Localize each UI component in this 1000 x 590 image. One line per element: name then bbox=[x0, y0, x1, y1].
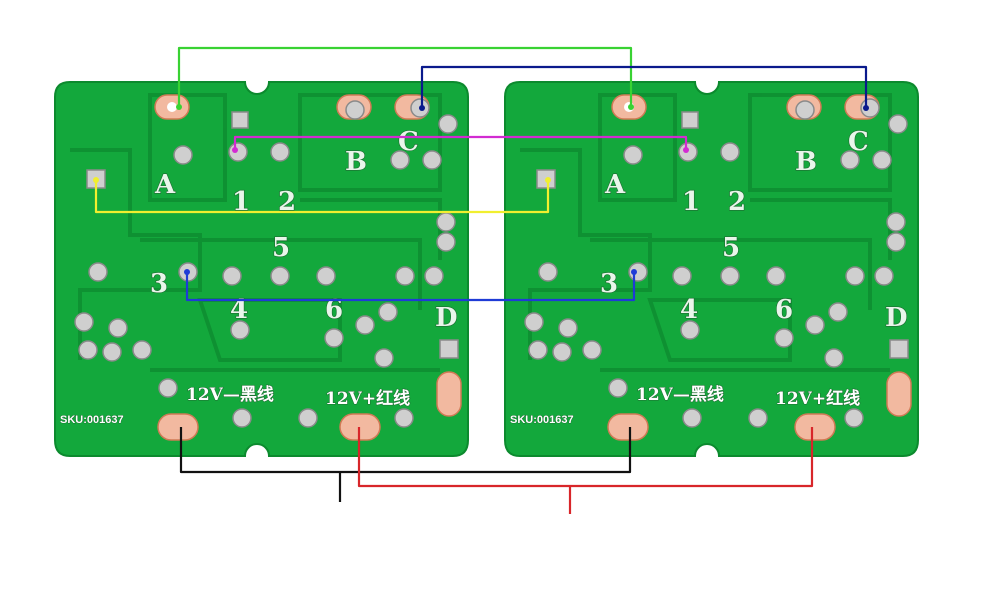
board-right-label-3: 3 bbox=[600, 269, 618, 299]
board-right-label-d: D bbox=[885, 303, 908, 333]
wire-blue-pad-3 bbox=[185, 272, 636, 302]
board-left-label-c: C bbox=[398, 127, 419, 157]
board-left-label-4: 4 bbox=[230, 295, 248, 325]
wire-end-dot bbox=[545, 177, 551, 183]
board-right-power-pos-label: 12V+红线 bbox=[775, 388, 860, 409]
board-left-pads bbox=[74, 94, 462, 441]
board-left-label-d: D bbox=[435, 303, 458, 333]
wire-yellow-square-pad bbox=[94, 180, 550, 214]
wire-green-pad-a bbox=[177, 46, 633, 107]
wire-end-dot bbox=[184, 269, 190, 275]
wire-end-dot bbox=[232, 147, 238, 153]
wire-navy-pad-c bbox=[420, 65, 868, 108]
wire-end-dot bbox=[93, 177, 99, 183]
board-right-label-a: A bbox=[604, 170, 626, 200]
board-left: A B C D 1 2 3 4 5 6 12V—黑线 12V+红线 SKU:00… bbox=[54, 81, 469, 457]
wire-end-dot bbox=[419, 105, 425, 111]
board-left-label-5: 5 bbox=[272, 233, 290, 263]
board-left-label-b: B bbox=[345, 147, 367, 177]
wire-end-dot bbox=[176, 104, 182, 110]
board-left-outline bbox=[54, 81, 469, 457]
board-left-label-6: 6 bbox=[325, 295, 343, 325]
wire-end-dot bbox=[683, 147, 689, 153]
board-left-label-1: 1 bbox=[232, 187, 250, 217]
board-right-label-1: 1 bbox=[682, 187, 700, 217]
wires bbox=[93, 46, 869, 514]
board-right-outline bbox=[504, 81, 919, 457]
board-right-label-2: 2 bbox=[728, 187, 746, 217]
board-right-label-6: 6 bbox=[775, 295, 793, 325]
board-left-sku: SKU:001637 bbox=[60, 414, 124, 426]
board-right-label-c: C bbox=[848, 127, 869, 157]
board-right-label-5: 5 bbox=[722, 233, 740, 263]
wire-red-positive bbox=[357, 427, 814, 488]
board-right: A B C D 1 2 3 4 5 6 12V—黑线 12V+红线 SKU:00… bbox=[504, 81, 919, 457]
wire-end-dot bbox=[631, 269, 637, 275]
board-left-label-3: 3 bbox=[150, 269, 168, 299]
board-right-label-b: B bbox=[795, 147, 817, 177]
board-right-pads bbox=[524, 94, 912, 441]
board-right-sku: SKU:001637 bbox=[510, 414, 574, 426]
board-left-power-pos-label: 12V+红线 bbox=[325, 388, 410, 409]
board-left-label-a: A bbox=[154, 170, 176, 200]
wire-end-dot bbox=[628, 104, 634, 110]
wire-black-ground bbox=[179, 427, 632, 474]
wire-magenta-pad-1 bbox=[233, 135, 688, 150]
board-left-power-neg-label: 12V—黑线 bbox=[186, 384, 274, 405]
board-right-power-neg-label: 12V—黑线 bbox=[636, 384, 724, 405]
board-left-label-2: 2 bbox=[278, 187, 296, 217]
wire-end-dot bbox=[863, 105, 869, 111]
board-right-label-4: 4 bbox=[680, 295, 698, 325]
